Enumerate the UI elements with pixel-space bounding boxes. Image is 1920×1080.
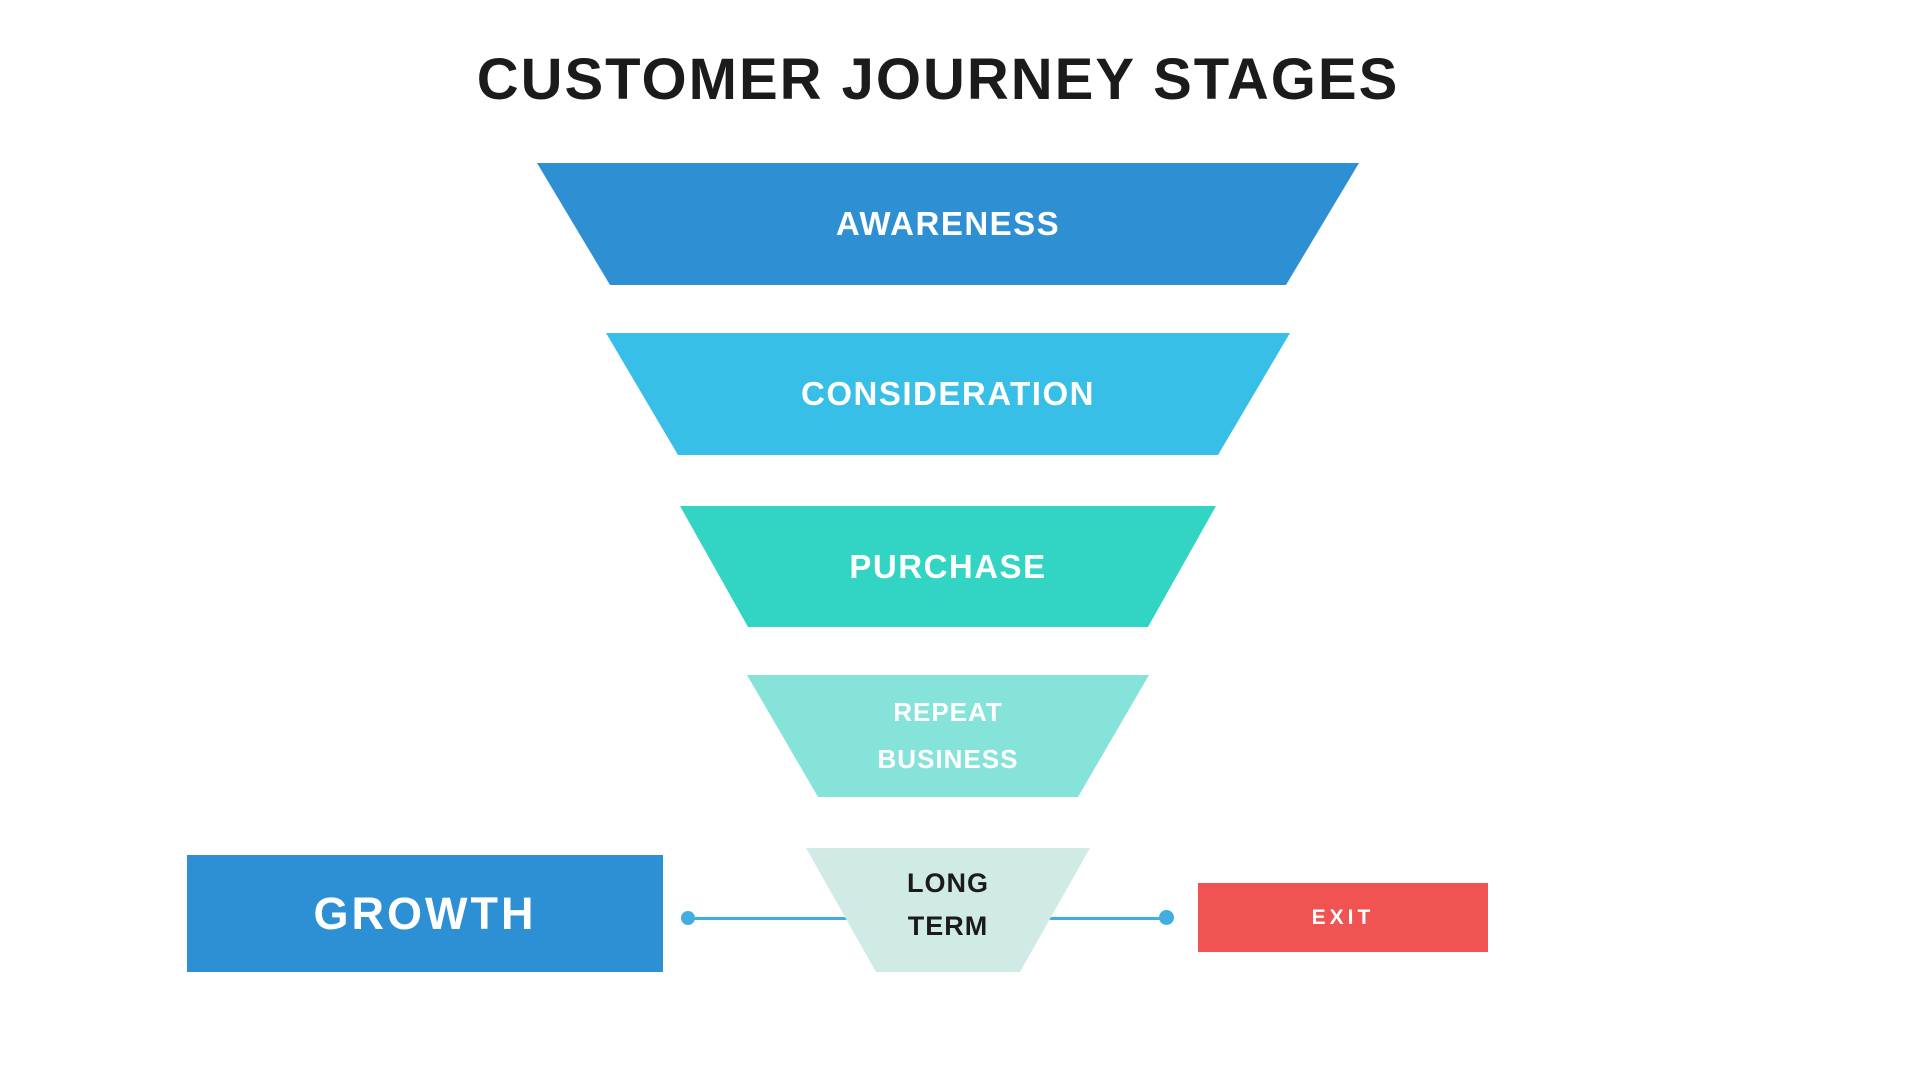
stage-label: REPEAT BUSINESS [878, 689, 1019, 783]
stage-label-line: REPEAT [893, 697, 1003, 727]
growth-box: GROWTH [187, 855, 663, 972]
stage-label-line: CONSIDERATION [801, 375, 1095, 412]
exit-box: EXIT [1198, 883, 1488, 952]
stage-label: PURCHASE [849, 547, 1046, 587]
growth-label: GROWTH [313, 887, 537, 939]
exit-label: EXIT [1311, 905, 1375, 929]
stage-label-line: AWARENESS [835, 205, 1061, 242]
stage-label-line: BUSINESS [877, 744, 1019, 774]
stage-label-line: LONG [907, 868, 989, 898]
page-title: CUSTOMER JOURNEY STAGES [476, 47, 1400, 112]
funnel-stage-purchase: PURCHASE [680, 506, 1216, 627]
funnel-stage-repeat-business: REPEAT BUSINESS [747, 675, 1149, 797]
stage-label-line: TERM [907, 911, 989, 941]
stage-label-line: PURCHASE [849, 547, 1047, 585]
stage-label: AWARENESS [836, 204, 1060, 244]
funnel-stage-consideration: CONSIDERATION [606, 333, 1290, 455]
stage-label: CONSIDERATION [801, 374, 1095, 414]
connector-dot-left [681, 911, 695, 925]
funnel-stage-long-term: LONG TERM [806, 848, 1090, 972]
stage-label: LONG TERM [907, 862, 989, 948]
connector-dot-right [1159, 910, 1174, 925]
funnel-stage-awareness: AWARENESS [537, 163, 1359, 285]
